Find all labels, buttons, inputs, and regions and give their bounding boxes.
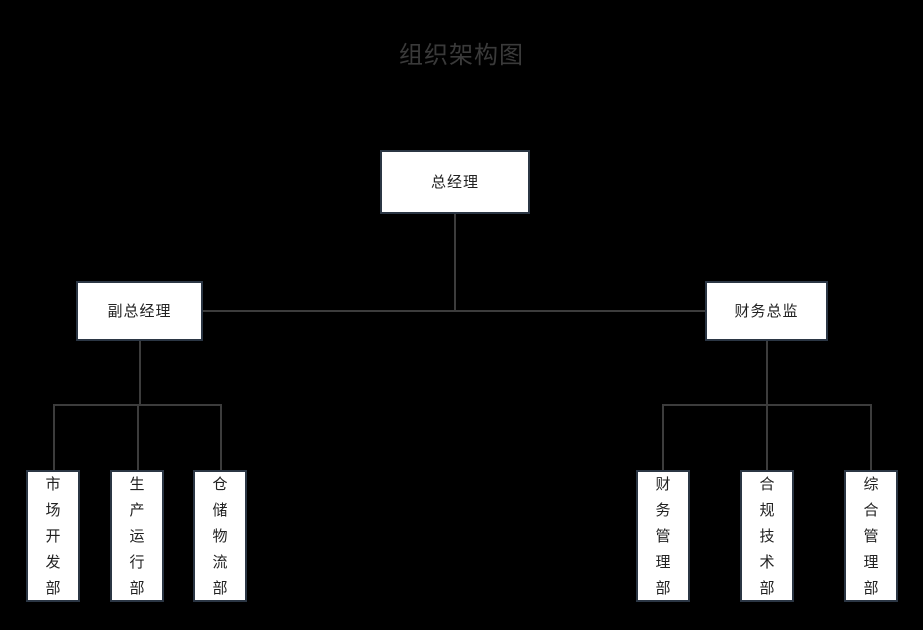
connector-right-child-2 (766, 404, 768, 470)
connector-left-child-2 (137, 404, 139, 470)
node-finance-management[interactable]: 财务管理部 (636, 470, 690, 602)
node-general-manager[interactable]: 总经理 (380, 150, 530, 214)
node-deputy-general-manager[interactable]: 副总经理 (76, 281, 203, 341)
node-label: 总经理 (430, 173, 479, 191)
node-finance-director[interactable]: 财务总监 (705, 281, 828, 341)
connector-gm-drop (454, 213, 456, 311)
node-general-administration[interactable]: 综合管理部 (844, 470, 898, 602)
connector-right-child-3 (870, 404, 872, 470)
node-compliance-technology[interactable]: 合规技术部 (740, 470, 794, 602)
node-production-operations[interactable]: 生产运行部 (110, 470, 164, 602)
connector-dgm-drop (139, 341, 141, 405)
connector-level2-bar (139, 310, 767, 312)
connector-right-child-1 (662, 404, 664, 470)
node-label: 财务总监 (734, 302, 799, 320)
node-label: 生产运行部 (129, 475, 145, 597)
node-market-development[interactable]: 市场开发部 (26, 470, 80, 602)
connector-left-child-3 (220, 404, 222, 470)
node-label: 仓储物流部 (212, 475, 228, 597)
connector-left-child-1 (53, 404, 55, 470)
connector-cfo-drop (766, 341, 768, 405)
node-label: 副总经理 (107, 302, 172, 320)
node-label: 市场开发部 (45, 475, 61, 597)
node-warehouse-logistics[interactable]: 仓储物流部 (193, 470, 247, 602)
node-label: 综合管理部 (863, 475, 879, 597)
node-label: 财务管理部 (655, 475, 671, 597)
page-title: 组织架构图 (399, 41, 524, 69)
node-label: 合规技术部 (759, 475, 775, 597)
